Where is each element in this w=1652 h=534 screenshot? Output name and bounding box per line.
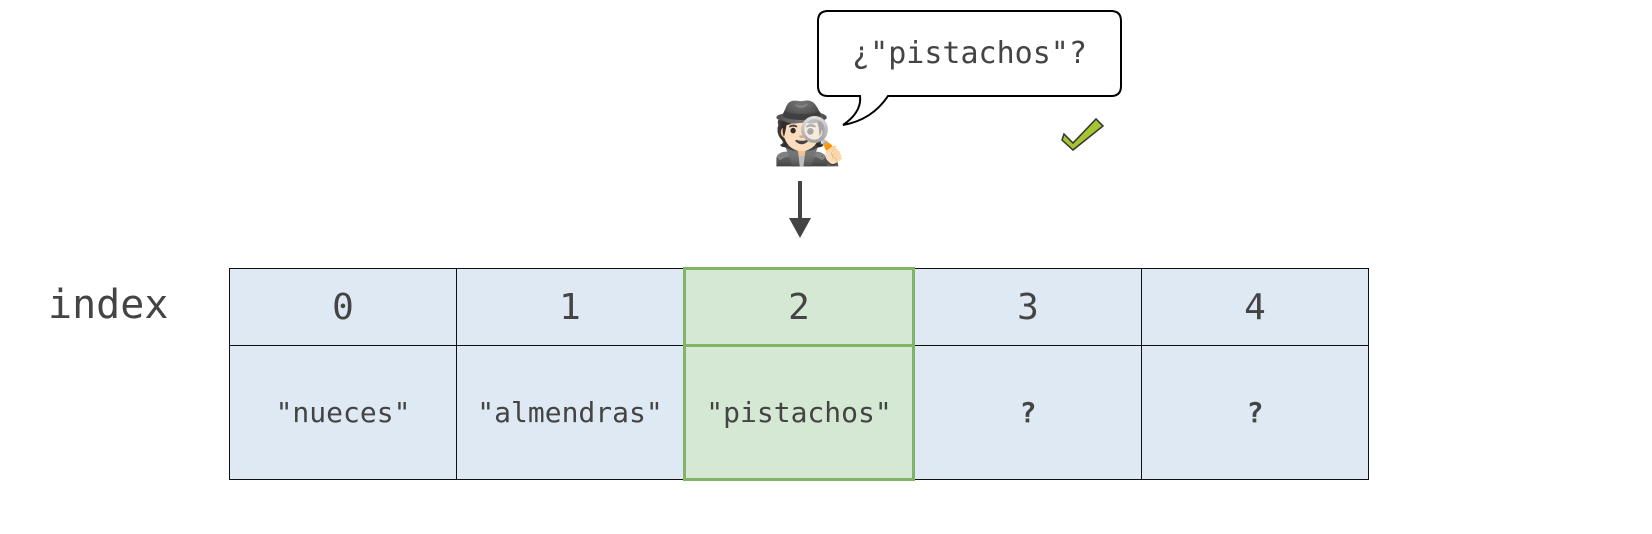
index-cell: 4	[1141, 268, 1369, 346]
value-cell: "nueces"	[229, 345, 457, 480]
value-cell: "almendras"	[456, 345, 685, 480]
index-cell: 0	[229, 268, 457, 346]
value-cell-unknown: ?	[913, 345, 1142, 480]
value-row: "nueces" "almendras" "pistachos" ? ?	[229, 344, 1369, 481]
index-cell: 3	[913, 268, 1142, 346]
index-row-label: index	[48, 282, 169, 328]
detective-icon: 🕵🏻	[772, 99, 847, 169]
index-cell: 1	[456, 268, 685, 346]
speech-bubble-text: ¿"pistachos"?	[852, 36, 1087, 71]
checkmark-icon	[1061, 117, 1105, 151]
index-row: 0 1 2 3 4	[229, 267, 1369, 347]
array-table: 0 1 2 3 4 "nueces" "almendras" "pistacho…	[229, 267, 1369, 481]
down-arrow-icon	[789, 181, 811, 238]
index-cell-highlighted: 2	[683, 267, 915, 347]
speech-bubble	[817, 10, 1122, 126]
value-cell-unknown: ?	[1141, 345, 1369, 480]
value-cell-highlighted: "pistachos"	[683, 344, 915, 481]
